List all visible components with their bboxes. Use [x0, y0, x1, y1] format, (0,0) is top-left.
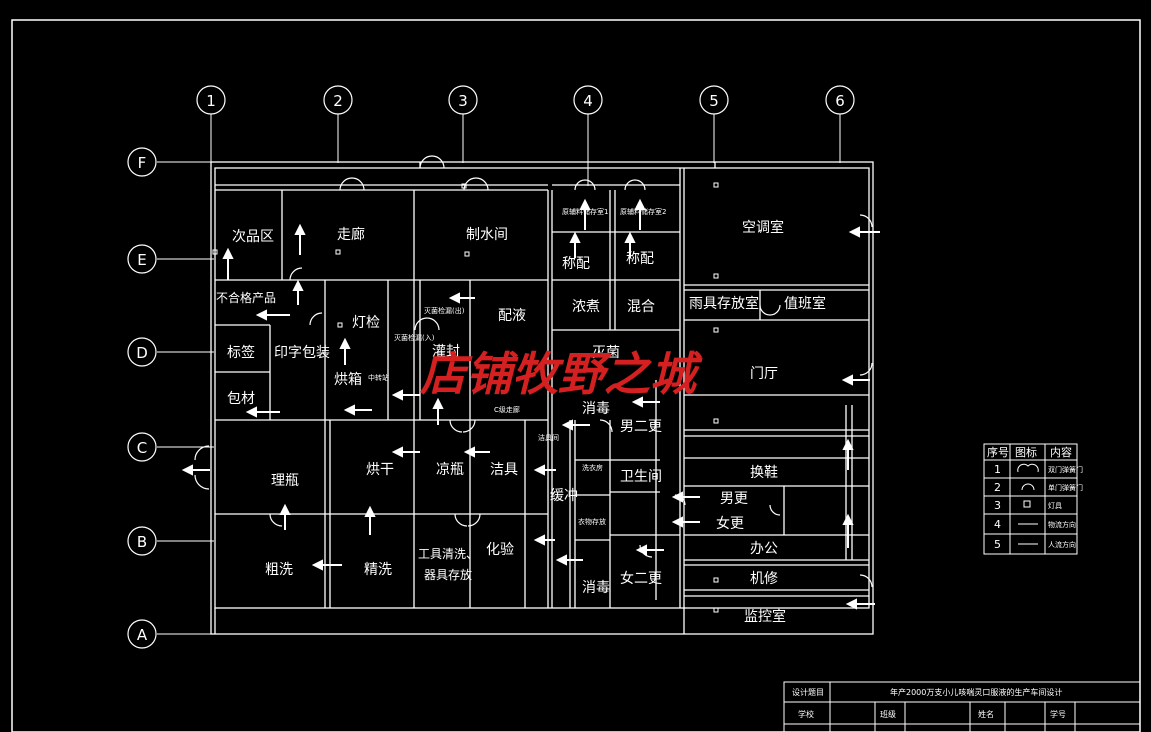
room-label-biaoqian: 标签 [227, 344, 255, 361]
axis-label-D: D [136, 344, 148, 362]
watermark-text: 店铺牧野之城 [419, 347, 703, 401]
axis-label-A: A [137, 626, 148, 644]
axis-bubbles [127, 85, 855, 649]
legend-desc-2: 单门弹簧门 [1048, 483, 1083, 492]
axis-label-4: 4 [583, 92, 593, 110]
axis-label-2: 2 [333, 92, 343, 110]
axis-label-6: 6 [835, 92, 845, 110]
room-label-xiaodu-1: 消毒 [582, 401, 610, 417]
legend-text: 序号 图标 内容 1 2 3 4 5 双门弹簧门 单门弹簧门 灯具 物流方向 人… [987, 445, 1083, 551]
tb-design-title-label: 设计题目 [792, 687, 824, 697]
axis-labels: 1 2 3 4 5 6 F E D C B A [136, 92, 845, 644]
room-label-nvergeng: 女二更 [620, 570, 662, 587]
room-label-guanfeng: 灌封 [432, 344, 460, 360]
room-label-huanxie: 换鞋 [750, 464, 778, 481]
room-label-zhishuijian: 制水间 [466, 227, 508, 243]
room-label-nongzhu: 浓煮 [572, 299, 600, 315]
room-label-hongxiang: 烘箱 [334, 372, 362, 388]
room-label-small-2: 原辅料储存室2 [620, 207, 666, 216]
room-label-honggan: 烘干 [366, 462, 394, 478]
tb-school-label: 学校 [798, 709, 814, 719]
room-label-zhibanshi: 值班室 [784, 295, 826, 312]
room-label-yinzibaozhuang: 印字包装 [274, 345, 330, 361]
room-label-hunhe: 混合 [627, 299, 655, 315]
room-label-baocai: 包材 [227, 391, 255, 407]
legend-desc-5: 人流方向 [1048, 540, 1076, 549]
room-label-huayan: 化验 [486, 542, 514, 558]
room-label-gongju-1: 工具清洗、 [418, 547, 478, 561]
room-label-chengpei-2: 称配 [626, 251, 654, 267]
legend-no-1: 1 [994, 463, 1001, 476]
axis-label-C: C [137, 439, 147, 457]
room-label-kongtiaoshi: 空调室 [742, 219, 784, 236]
flow-arrows [181, 198, 880, 610]
title-block-text: 设计题目 年产2000万支小儿咳喘灵口服液的生产车间设计 学校 班级 姓名 学号 [792, 687, 1066, 719]
room-label-yujucunfangshi: 雨具存放室 [689, 295, 759, 312]
room-label-jiankongshi: 监控室 [744, 608, 786, 625]
legend-header-no: 序号 [987, 445, 1009, 459]
legend-no-3: 3 [994, 499, 1001, 512]
tb-class-label: 班级 [880, 709, 896, 719]
room-label-buhege: 不合格产品 [216, 290, 276, 305]
drawing-frame [11, 19, 1141, 732]
room-label-xiaodu-2: 消毒 [582, 580, 610, 596]
room-label-huanchong: 缓冲 [550, 488, 578, 504]
tb-design-title: 年产2000万支小儿咳喘灵口服液的生产车间设计 [890, 687, 1062, 697]
room-label-jixiu: 机修 [750, 571, 778, 587]
room-label-miejun: 灭菌 [592, 345, 620, 361]
room-label-gongju-2: 器具存放 [424, 567, 472, 582]
legend-header-desc: 内容 [1050, 445, 1072, 459]
room-labels: 次品区 走廊 制水间 空调室 不合格产品 灯检 配液 标签 印字包装 烘箱 包材… [216, 207, 826, 625]
axis-label-F: F [138, 154, 147, 172]
room-label-peiye: 配液 [498, 308, 526, 324]
walls [210, 161, 874, 635]
legend-desc-4: 物流方向 [1048, 520, 1076, 529]
room-label-chengpei-1: 称配 [562, 256, 590, 272]
room-label-small-9: 洁具间 [538, 433, 559, 442]
room-label-menting: 门厅 [750, 366, 778, 382]
lamp-markers [212, 182, 719, 613]
room-label-small-3: 灭菌检漏(出) [424, 306, 465, 315]
legend-no-5: 5 [994, 538, 1001, 551]
room-label-small-7: 洗衣房 [582, 463, 603, 472]
room-label-small-6: C级走廊 [494, 405, 520, 414]
room-label-cipinqu: 次品区 [232, 229, 274, 245]
room-label-nangeng: 男更 [720, 491, 748, 507]
room-label-small-4: 灭菌检漏(入) [394, 333, 435, 342]
legend-desc-3: 灯具 [1048, 501, 1062, 510]
legend-desc-1: 双门弹簧门 [1048, 465, 1083, 474]
legend-no-2: 2 [994, 481, 1001, 494]
room-label-bangong: 办公 [750, 541, 778, 557]
room-label-small-1: 原辅料储存室1 [562, 207, 608, 216]
axis-label-1: 1 [206, 92, 216, 110]
axis-label-E: E [137, 251, 146, 269]
room-label-dengjian: 灯检 [352, 315, 380, 331]
axis-label-3: 3 [458, 92, 468, 110]
room-label-jieju: 洁具 [490, 462, 518, 478]
tb-name-label: 姓名 [978, 709, 994, 719]
room-label-lipin: 理瓶 [271, 473, 299, 489]
tb-id-label: 学号 [1050, 709, 1066, 719]
axis-label-5: 5 [709, 92, 719, 110]
room-label-small-5: 中转站 [368, 373, 389, 382]
room-label-liangping: 凉瓶 [436, 462, 464, 478]
axis-label-B: B [137, 533, 147, 551]
room-label-zoulang: 走廊 [337, 226, 365, 243]
room-label-weishengjian: 卫生间 [620, 469, 662, 485]
room-label-jingxi: 精洗 [364, 562, 392, 578]
doors [194, 155, 873, 588]
room-label-cuxi: 粗洗 [265, 562, 293, 578]
title-block [783, 681, 1141, 732]
legend-table [983, 443, 1078, 555]
room-label-small-8: 衣物存放 [578, 517, 606, 526]
legend-no-4: 4 [994, 518, 1001, 531]
legend-header-icon: 图标 [1015, 445, 1037, 459]
room-label-nvgeng: 女更 [716, 515, 744, 532]
room-label-nanergeng: 男二更 [620, 419, 662, 435]
